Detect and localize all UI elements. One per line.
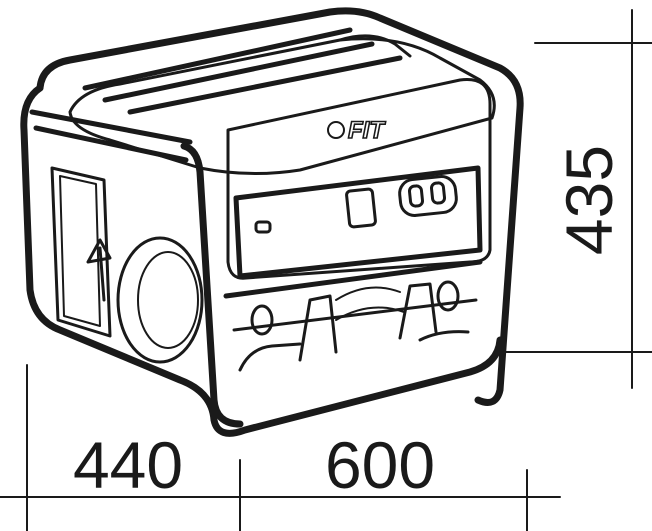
panel-indicator [254, 220, 272, 234]
alternator-curve-lower [335, 306, 405, 321]
top-rail-3 [127, 55, 403, 115]
vibration-damper-right [436, 280, 460, 312]
brand-logo-text: FIT [348, 117, 386, 144]
height-label: 435 [552, 145, 626, 255]
socket-slot-1 [407, 184, 425, 208]
recoil-starter-inner [137, 251, 199, 349]
starter-handle-arrow [86, 238, 112, 264]
front-frame-tube [20, 84, 504, 437]
base-mid-rail [232, 298, 478, 332]
base-foot-right [418, 330, 470, 342]
fuel-tank-shell [68, 37, 496, 176]
front-housing [226, 78, 492, 280]
vibration-damper-left [250, 304, 274, 336]
front-upright-tube [180, 142, 244, 428]
socket-slot-2 [429, 181, 447, 205]
top-rail-2 [102, 41, 375, 103]
front-cross-rail [33, 125, 189, 163]
engine-mount-left [298, 294, 338, 362]
engine-side-inner [59, 175, 101, 327]
depth-label: 440 [73, 428, 183, 502]
panel-socket-left [345, 187, 377, 229]
rear-frame-tube [36, 7, 524, 406]
control-panel [233, 165, 483, 279]
recoil-starter [116, 236, 204, 364]
engine-side-cover [50, 166, 112, 338]
base-foot-left [238, 342, 302, 372]
panel-socket-double [398, 175, 458, 217]
fuel-cap-rim [338, 34, 412, 58]
base-top-rail [223, 259, 483, 299]
generator-illustration: FIT [20, 7, 524, 437]
dimension-lines [0, 9, 652, 531]
alternator-curve [335, 286, 401, 301]
front-cross-rail-upper [29, 109, 193, 145]
top-rail-1 [82, 27, 353, 91]
engine-mount-right [398, 282, 438, 340]
brand-logo-mark [327, 121, 345, 139]
width-label: 600 [325, 428, 435, 502]
starter-handle-stem [98, 246, 106, 302]
